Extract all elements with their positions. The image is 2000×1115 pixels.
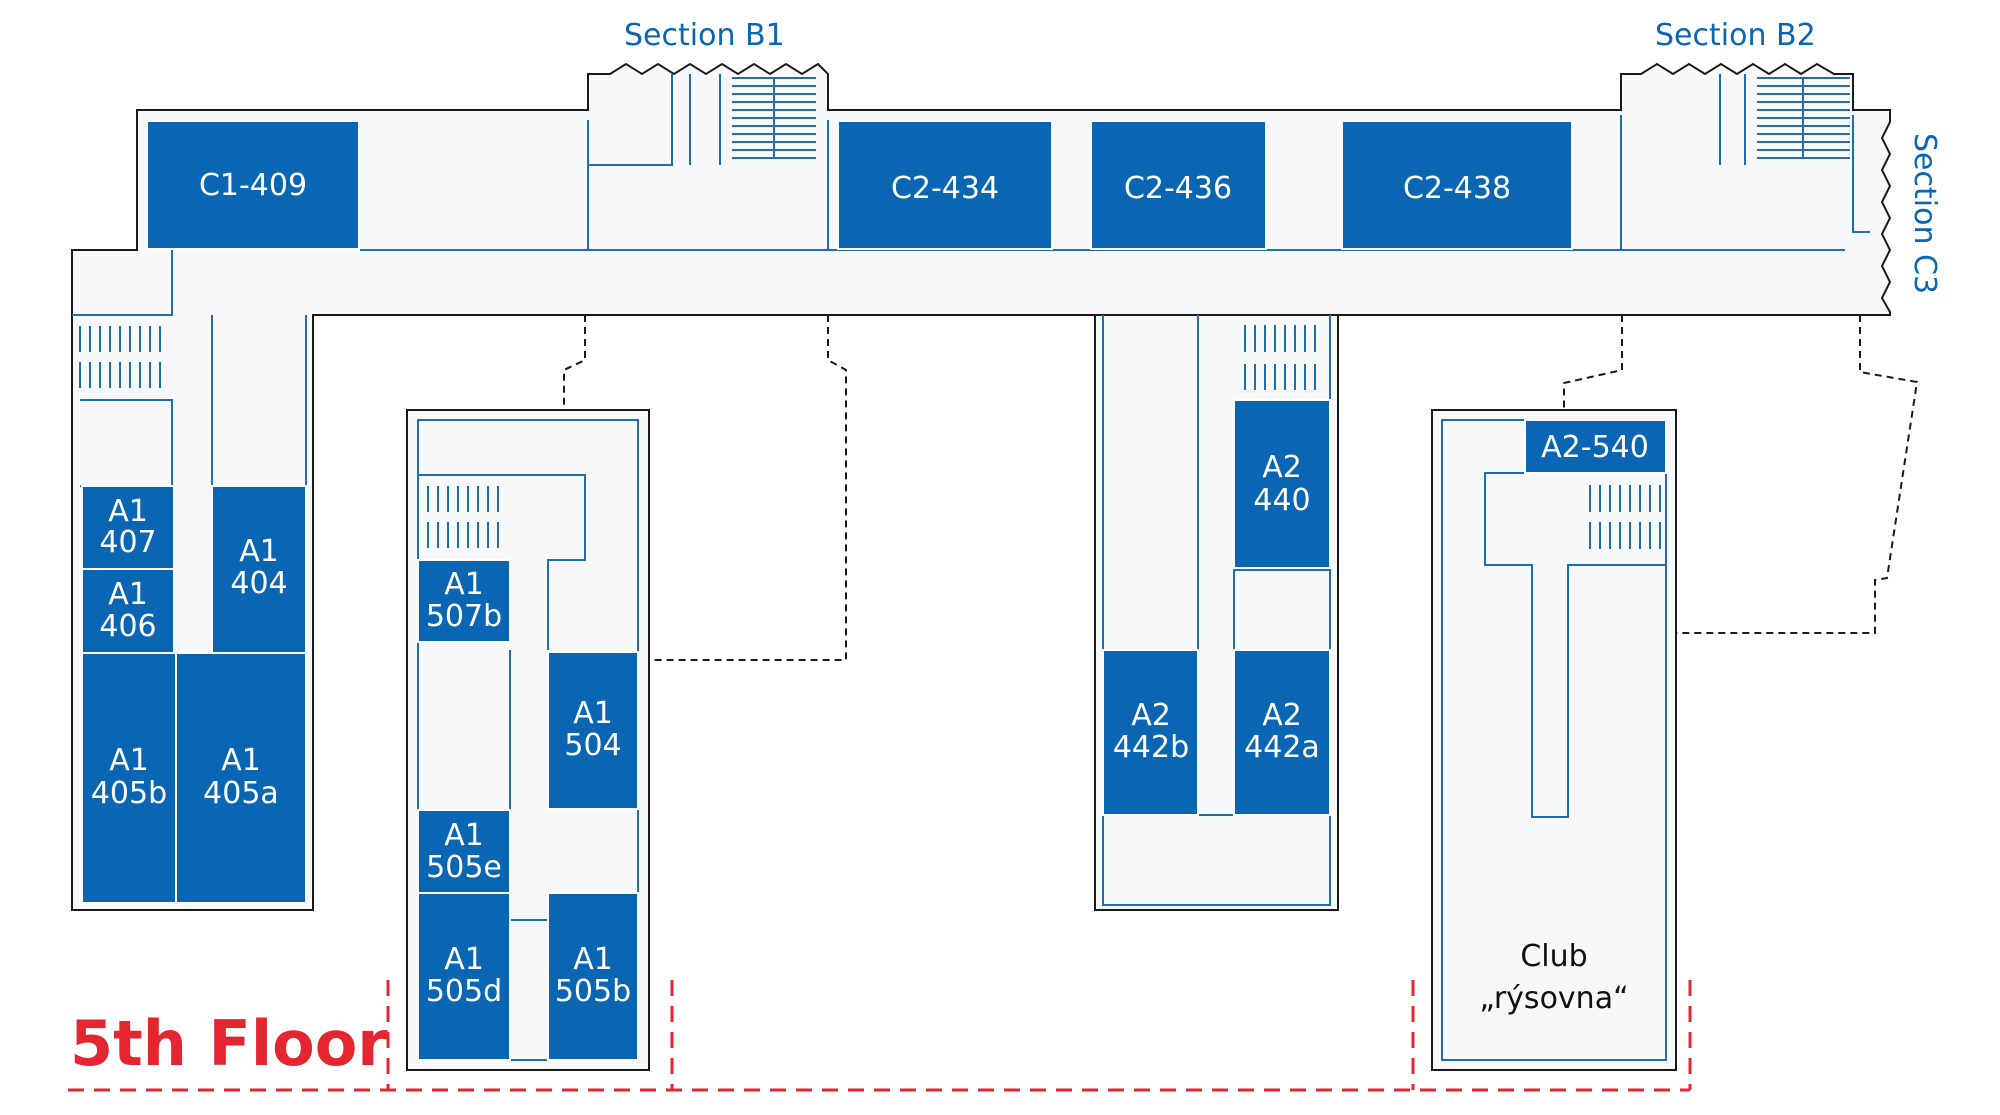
svg-text:405a: 405a: [203, 776, 279, 811]
connector-505: [563, 315, 847, 661]
svg-text:A2-540: A2-540: [1541, 430, 1649, 465]
room-c2-438[interactable]: C2-438: [1341, 120, 1573, 250]
stairs-540: [1589, 485, 1661, 549]
svg-text:A1: A1: [573, 942, 613, 977]
connector-540: [1563, 315, 1919, 634]
room-a2-442a[interactable]: A2 442a: [1233, 649, 1331, 816]
room-a1-404[interactable]: A1 404: [211, 485, 307, 654]
room-a1-405b[interactable]: A1 405b: [81, 652, 177, 904]
svg-text:A1: A1: [109, 743, 149, 778]
section-c3-label: Section C3: [1907, 133, 1942, 294]
room-c2-434[interactable]: C2-434: [837, 120, 1053, 250]
room-a1-505d[interactable]: A1 505d: [417, 892, 511, 1061]
svg-text:442a: 442a: [1244, 730, 1320, 765]
room-a1-504[interactable]: A1 504: [547, 651, 639, 810]
svg-text:A1: A1: [108, 577, 148, 612]
floor-title: 5th Floor: [70, 1007, 388, 1080]
svg-text:C2-434: C2-434: [891, 171, 999, 206]
west-core-outline: [211, 315, 307, 487]
svg-text:A2: A2: [1262, 450, 1302, 485]
svg-text:505d: 505d: [426, 974, 502, 1009]
room-c1-409[interactable]: C1-409: [146, 120, 360, 250]
svg-text:507b: 507b: [426, 599, 502, 634]
club-label-line2: „rýsovna“: [1479, 981, 1628, 1016]
b1-core-line: [587, 74, 829, 250]
room-a1-407[interactable]: A1 407: [81, 485, 175, 570]
svg-text:442b: 442b: [1113, 730, 1189, 765]
room-a2-440[interactable]: A2 440: [1233, 399, 1331, 569]
room-a2-540[interactable]: A2-540: [1524, 419, 1667, 474]
svg-text:A2: A2: [1131, 698, 1171, 733]
section-b2-label: Section B2: [1655, 18, 1816, 53]
room-a1-507b[interactable]: A1 507b: [417, 559, 511, 643]
svg-text:404: 404: [230, 566, 287, 601]
room-a1-505e[interactable]: A1 505e: [417, 809, 511, 894]
stairs-505: [417, 486, 499, 548]
svg-text:504: 504: [564, 728, 621, 763]
wing-540-inner: [1441, 419, 1667, 1061]
svg-text:A1: A1: [573, 696, 613, 731]
svg-text:505b: 505b: [555, 974, 631, 1009]
svg-text:A1: A1: [444, 567, 484, 602]
svg-text:A2: A2: [1262, 698, 1302, 733]
stairs-west: [79, 326, 161, 388]
svg-text:405b: 405b: [91, 776, 167, 811]
svg-text:C1-409: C1-409: [199, 168, 307, 203]
b2-core-line: [1620, 74, 1870, 250]
stairs-442: [1244, 325, 1316, 390]
svg-text:440: 440: [1253, 483, 1310, 518]
svg-text:A1: A1: [444, 942, 484, 977]
svg-text:A1: A1: [239, 534, 279, 569]
floor-frame-dashed: [68, 980, 1692, 1092]
wing-540-core: [1484, 472, 1666, 818]
room-a2-442b[interactable]: A2 442b: [1102, 649, 1199, 816]
section-b1-label: Section B1: [624, 18, 785, 53]
svg-text:A1: A1: [108, 494, 148, 529]
svg-text:C2-438: C2-438: [1403, 171, 1511, 206]
svg-text:A1: A1: [221, 743, 261, 778]
stairs-b2: [1757, 77, 1850, 159]
room-a1-406[interactable]: A1 406: [81, 568, 175, 654]
svg-text:505e: 505e: [426, 850, 502, 885]
room-a1-405a[interactable]: A1 405a: [175, 652, 307, 904]
svg-text:406: 406: [99, 609, 156, 644]
room-a1-505b[interactable]: A1 505b: [547, 892, 639, 1061]
room-c2-436[interactable]: C2-436: [1090, 120, 1267, 250]
svg-text:A1: A1: [444, 818, 484, 853]
building-outline: [71, 62, 1892, 911]
club-label-line1: Club: [1520, 939, 1587, 974]
stairs-b1: [732, 77, 816, 159]
svg-text:407: 407: [99, 525, 156, 560]
svg-text:C2-436: C2-436: [1124, 171, 1232, 206]
west-stair-niche: [72, 250, 173, 316]
